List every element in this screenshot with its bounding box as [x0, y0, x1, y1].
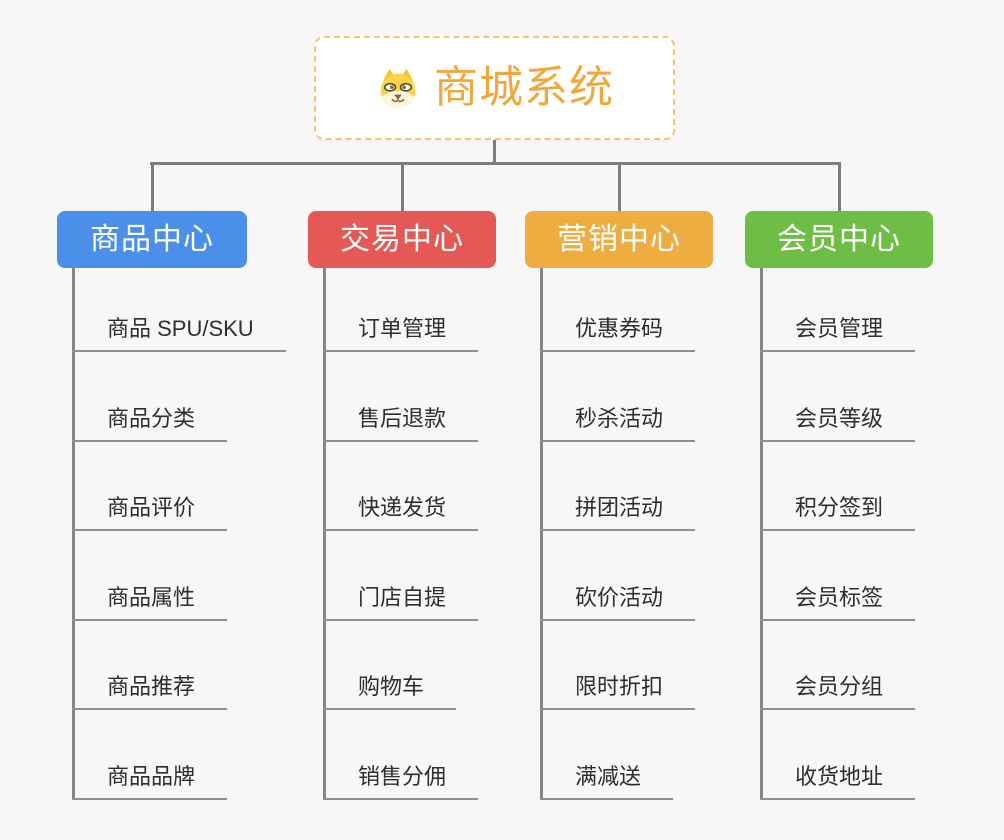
leaf-topic[interactable]: 售后退款 [323, 401, 479, 442]
leaf-topic[interactable]: 限时折扣 [540, 669, 696, 710]
leaf-row: 会员管理 [760, 268, 916, 352]
leaf-row: 商品品牌 [72, 710, 286, 800]
leaf-row: 门店自提 [323, 531, 479, 621]
leaf-row: 砍价活动 [540, 531, 696, 621]
leaf-topic[interactable]: 会员标签 [760, 580, 916, 621]
leaf-topic[interactable]: 商品品牌 [72, 759, 228, 800]
connector-drop [400, 162, 404, 211]
leaf-row: 售后退款 [323, 352, 479, 442]
leaf-row: 拼团活动 [540, 442, 696, 531]
leaf-row: 商品 SPU/SKU [72, 268, 286, 352]
leaf-topic[interactable]: 销售分佣 [323, 759, 479, 800]
connector-root-stem [493, 140, 496, 164]
connector-trunk [72, 268, 75, 800]
leaf-row: 快递发货 [323, 442, 479, 531]
leaf-topic[interactable]: 拼团活动 [540, 490, 696, 531]
leaf-topic[interactable]: 订单管理 [323, 311, 479, 352]
leaf-row: 商品属性 [72, 531, 286, 621]
leaf-topic[interactable]: 会员分组 [760, 669, 916, 710]
connector-drop [617, 162, 621, 211]
branch-children: 优惠券码秒杀活动拼团活动砍价活动限时折扣满减送 [540, 268, 696, 800]
branch-children: 商品 SPU/SKU 商品分类商品评价商品属性商品推荐商品品牌 [72, 268, 286, 800]
leaf-topic[interactable]: 快递发货 [323, 490, 479, 531]
connector-trunk [760, 268, 763, 800]
branch-children: 会员管理会员等级积分签到会员标签会员分组收货地址 [760, 268, 916, 800]
branch-node-2[interactable]: 交易中心 [308, 211, 496, 268]
leaf-row: 收货地址 [760, 710, 916, 800]
leaf-topic[interactable]: 商品分类 [72, 401, 228, 442]
leaf-topic[interactable]: 门店自提 [323, 580, 479, 621]
leaf-row: 限时折扣 [540, 621, 696, 710]
leaf-row: 会员等级 [760, 352, 916, 442]
leaf-topic[interactable]: 砍价活动 [540, 580, 696, 621]
leaf-row: 满减送 [540, 710, 695, 800]
leaf-row: 商品评价 [72, 442, 286, 531]
branch-node-1[interactable]: 商品中心 [57, 211, 247, 268]
leaf-topic[interactable]: 优惠券码 [540, 311, 696, 352]
branch-children: 订单管理售后退款快递发货门店自提购物车销售分佣 [323, 268, 479, 800]
leaf-row: 购物车 [323, 621, 478, 710]
branch-node-3[interactable]: 营销中心 [525, 211, 713, 268]
root-node[interactable]: 商城系统 [314, 36, 675, 140]
leaf-topic[interactable]: 商品 SPU/SKU [72, 311, 286, 352]
connector-trunk [540, 268, 543, 800]
leaf-row: 订单管理 [323, 268, 479, 352]
leaf-topic[interactable]: 商品属性 [72, 580, 228, 621]
leaf-topic[interactable]: 积分签到 [760, 490, 916, 531]
branch-node-4[interactable]: 会员中心 [745, 211, 933, 268]
leaf-topic[interactable]: 商品评价 [72, 490, 228, 531]
leaf-topic[interactable]: 满减送 [540, 759, 674, 800]
leaf-row: 会员分组 [760, 621, 916, 710]
root-title: 商城系统 [434, 63, 614, 112]
leaf-topic[interactable]: 收货地址 [760, 759, 916, 800]
leaf-topic[interactable]: 会员等级 [760, 401, 916, 442]
leaf-row: 优惠券码 [540, 268, 696, 352]
leaf-topic[interactable]: 商品推荐 [72, 669, 228, 710]
leaf-row: 销售分佣 [323, 710, 479, 800]
leaf-row: 会员标签 [760, 531, 916, 621]
connector-drop [150, 162, 154, 211]
leaf-topic[interactable]: 购物车 [323, 669, 457, 710]
shiba-dog-icon [375, 65, 421, 111]
leaf-topic[interactable]: 秒杀活动 [540, 401, 696, 442]
leaf-row: 商品推荐 [72, 621, 286, 710]
connector-trunk [323, 268, 326, 800]
leaf-row: 秒杀活动 [540, 352, 696, 442]
connector-drop [837, 162, 841, 211]
connector-horizontal-bar [150, 162, 840, 165]
leaf-topic[interactable]: 会员管理 [760, 311, 916, 352]
leaf-row: 商品分类 [72, 352, 286, 442]
leaf-row: 积分签到 [760, 442, 916, 531]
